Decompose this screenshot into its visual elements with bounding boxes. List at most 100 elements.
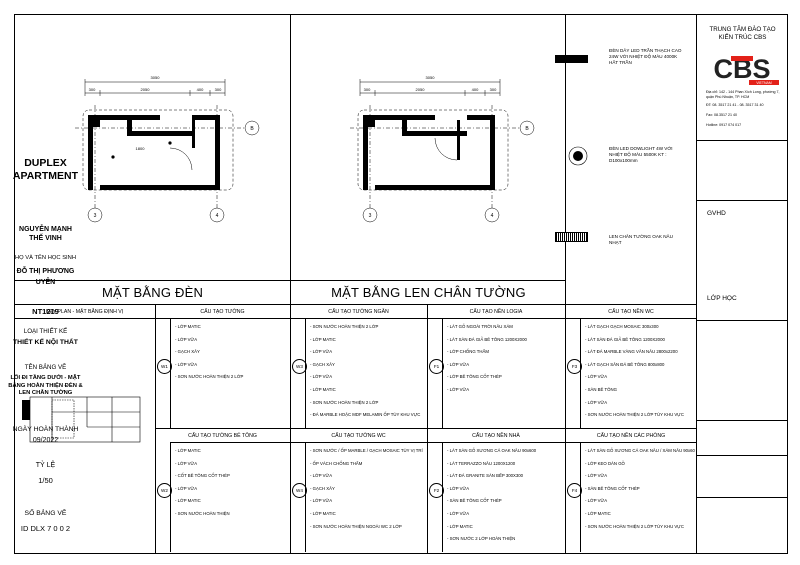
spec-title: CẤU TẠO TƯỜNG WC: [331, 433, 386, 439]
divider: [580, 318, 581, 428]
spec-code-marker: W1: [157, 359, 172, 374]
divider: [565, 14, 566, 304]
title-block: [697, 14, 788, 554]
spec-item: - SƠN NƯỚC HOÀN THIỆN 2 LỚP TÙY KHU VỰC: [585, 523, 685, 529]
divider: [442, 442, 443, 552]
spec-item: - LỚP VỮA: [585, 374, 608, 380]
spec-item-list: - LÁT GỖ NGOÀI TRỜI NÂU XÁM- LÁT SÀN ĐÁ …: [447, 321, 563, 397]
spec-item: - SƠN NƯỚC HOÀN THIỆN: [175, 510, 230, 516]
led-strip-symbol: [555, 55, 588, 63]
spec-item: - LỚP CHỐNG THẤM: [447, 349, 489, 355]
svg-text:3050: 3050: [426, 75, 436, 80]
spec-item-list: - LÁT GẠCH GẠCH MOSAIC 300x300 - LÁT SÀN …: [585, 321, 695, 422]
spec-item: - ĐÁ MARBLE HOẶC MDF MELAMIN ỐP TÙY KHU …: [310, 412, 421, 418]
downlight-symbol: [568, 146, 588, 166]
svg-text:1800: 1800: [136, 146, 146, 151]
divider: [155, 304, 156, 554]
spec-item: - SƠN NƯỚC HOÀN THIỆN 2 LỚP: [175, 374, 244, 380]
project-name: DUPLEX APARTMENT: [12, 157, 79, 182]
spec-item: - LÁT TERRAZZO NÂU 1200X1200: [447, 460, 516, 466]
divider: [697, 420, 788, 421]
spec-item: - LỚP VỮA: [585, 473, 608, 479]
divider: [305, 318, 306, 428]
svg-text:VIETNAM: VIETNAM: [756, 81, 772, 85]
spec-item: - SƠN NƯỚC HOÀN THIỆN 2 LỚP: [310, 399, 379, 405]
divider: [170, 442, 171, 552]
divider: [697, 140, 788, 141]
svg-text:400: 400: [472, 87, 479, 92]
student-label: HỌ VÀ TÊN HỌC SINH: [14, 255, 77, 261]
divider: [697, 320, 788, 321]
spec-item: - LỚP VỮA: [310, 349, 333, 355]
spec-item: - SƠN NƯỚC HOÀN THIỆN 2 LỚP: [310, 324, 379, 329]
divider: [14, 318, 697, 319]
spec-title: CẤU TẠO TƯỜNG NGĂN: [328, 309, 389, 315]
spec-title: CẤU TẠO TƯỜNG BÊ TÔNG: [188, 433, 257, 439]
spec-item: - LỚP MATIC: [585, 510, 611, 516]
svg-text:3: 3: [94, 213, 97, 219]
svg-text:300: 300: [89, 87, 96, 92]
svg-text:4: 4: [491, 213, 494, 219]
skirting-symbol: [555, 232, 588, 242]
spec-title: CẤU TẠO NỀN WC: [608, 309, 654, 315]
design-type-label: LOẠI THIẾT KẾ: [23, 328, 68, 335]
spec-item: - LÁT GỖ NGOÀI TRỜI NÂU XÁM: [447, 324, 513, 329]
svg-text:2050: 2050: [416, 87, 426, 92]
divider: [290, 304, 291, 554]
spec-item: - SƠN NƯỚC HOÀN THIỆN NGOÀI WC 2 LỚP: [310, 523, 402, 529]
spec-item: - SÀN BÊ TÔNG: [585, 386, 617, 392]
spec-item: - LỚP VỮA: [447, 485, 470, 491]
spec-item: - LÁT ĐÁ GRANITE SÀN BẾP 300X300: [447, 473, 524, 479]
student-name: ĐỖ THỊ PHƯƠNG UYÊN: [16, 268, 75, 286]
completion-date: 09/2022: [32, 437, 59, 444]
class-code: NT1219: [32, 307, 59, 316]
keyplan-title: KEY PLAN - MẶT BẰNG ĐỊNH VỊ: [45, 309, 124, 315]
divider: [170, 442, 697, 443]
spec-item: - LỚP VỮA: [585, 399, 608, 405]
spec-item-list: - LỚP MATIC- LỚP VỮA- GẠCH XÂY- LỚP VỮA-…: [175, 321, 288, 384]
spec-item: - ỐP VÁCH CHỐNG THẤM: [310, 460, 363, 466]
divider: [14, 280, 565, 281]
spec-item: - GẠCH XÂY: [310, 361, 335, 367]
spec-item: - LỚP VỮA: [175, 336, 198, 342]
legend-led-strip: ĐÈN DÂY LED TRẦN THẠCH CAO 24W VỚI NHIỆT…: [609, 48, 682, 65]
divider: [305, 442, 306, 552]
drawing-sheet: [14, 14, 697, 554]
svg-text:4: 4: [216, 213, 219, 219]
spec-item: - SƠN NƯỚC HOÀN THIỆN 2 LỚP TÙY KHU VỰC: [585, 412, 685, 418]
spec-item-list: - LỚP MATIC- LỚP VỮA- CỐT BÊ TÔNG CỐT TH…: [175, 445, 288, 521]
spec-item: - LỚP VỮA: [310, 498, 333, 504]
spec-item: - LÁT SÀN GỖ XƯƠNG CÁ OAK NÂU 90x600: [447, 448, 537, 453]
sheet-number: ID DLX 7 0 0 2: [20, 524, 71, 533]
spec-item: - LỚP VỮA: [310, 374, 333, 380]
drawing-name: LỐI ĐI TẦNG DƯỚI - MẶT BẰNG HOÀN THIỆN Đ…: [8, 375, 83, 396]
sheet-number-label: SỐ BẢNG VẼ: [24, 510, 67, 517]
spec-item: - LỚP KEO DÁN GỖ: [585, 460, 625, 466]
spec-item: - LỚP VỮA: [175, 460, 198, 466]
spec-item: - LÁT GẠCH SÂN ĐÁ BÊ TÔNG 800x800: [585, 361, 665, 367]
svg-text:400: 400: [197, 87, 204, 92]
spec-item: - LỚP VỮA: [585, 498, 608, 504]
spec-item: - GẠCH XÂY: [310, 485, 335, 491]
spec-item: - LỚP MATIC: [175, 448, 201, 453]
divider: [697, 497, 788, 498]
drawing-name-label: TÊN BẢNG VẼ: [24, 364, 67, 371]
spec-title: CẤU TẠO NỀN NHÀ: [472, 433, 520, 439]
spec-item: - LỚP VỮA: [447, 361, 470, 367]
spec-item: - SƠN NƯỚC / ỐP MARBLE / GẠCH MOSAIC TÙY…: [310, 448, 423, 453]
class-label: LỚP HỌC: [707, 295, 737, 302]
divider: [427, 304, 428, 554]
spec-code-marker: F3: [567, 359, 582, 374]
spec-item-list: - SƠN NƯỚC / ỐP MARBLE / GẠCH MOSAIC TÙY…: [310, 445, 425, 533]
lighting-plan-title: MẶT BẰNG ĐÈN: [101, 285, 204, 300]
design-type: THIẾT KẾ NỘI THẤT: [13, 339, 78, 346]
spec-item: - LÁT GẠCH GẠCH MOSAIC 300x300: [585, 324, 659, 329]
divider: [580, 442, 581, 552]
spec-item: - LÁT SÀN ĐÁ GIẢ BÊ TÔNG 1200X2000: [585, 336, 665, 342]
spec-item: - LỚP MATIC: [310, 336, 336, 342]
scale-label: TỶ LỆ: [35, 462, 56, 469]
keyplan-drawing: [22, 396, 141, 443]
svg-text:3: 3: [369, 213, 372, 219]
spec-item: - SÀN BÊ TÔNG CỐT THÉP: [585, 485, 640, 491]
